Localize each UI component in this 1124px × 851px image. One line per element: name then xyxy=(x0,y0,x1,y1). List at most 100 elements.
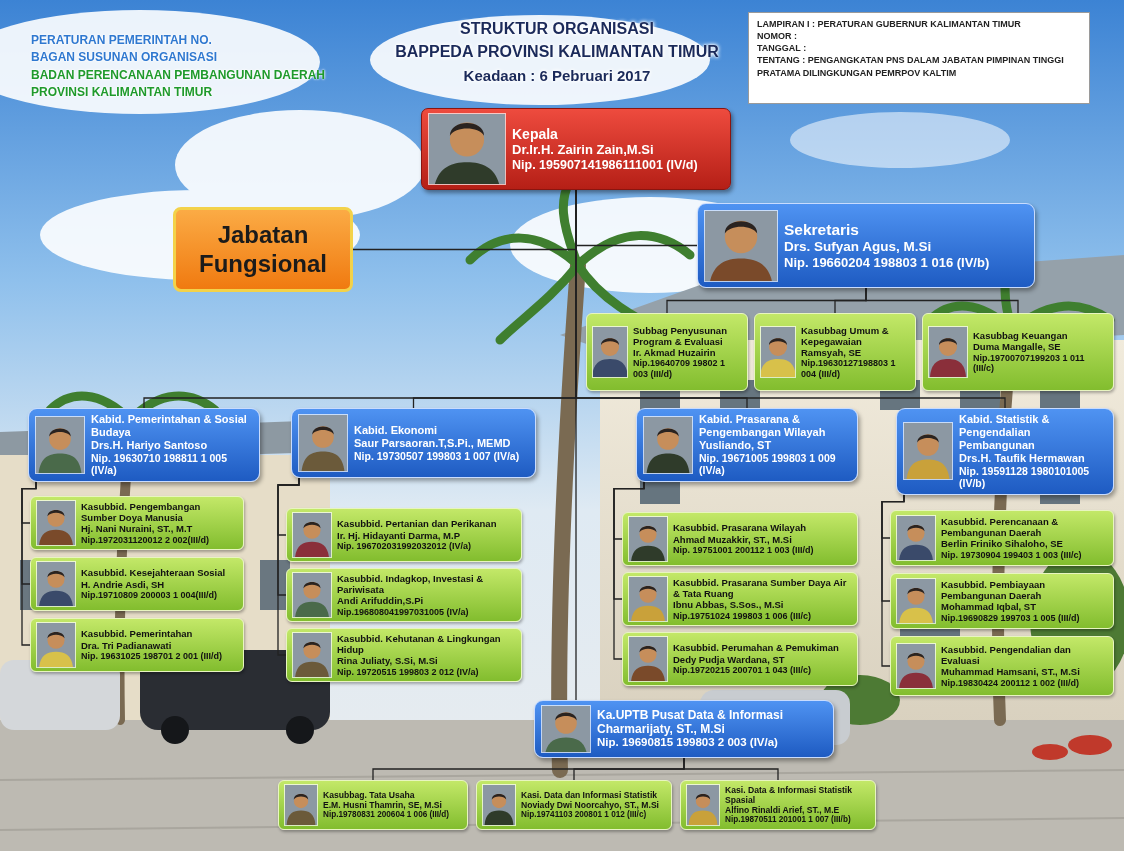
portrait-photo xyxy=(36,500,76,546)
employee-id: Nip.19870511 201001 1 007 (III/b) xyxy=(725,815,870,825)
text-column: Kasubbid. Kehutanan & Lingkungan HidupRi… xyxy=(337,633,516,677)
annex-line: TENTANG : PENGANGKATAN PNS DALAM JABATAN… xyxy=(757,54,1081,78)
position-title: Kasubbid. Prasarana Wilayah xyxy=(673,522,852,533)
position-title: Kasubbag. Tata Usaha xyxy=(323,790,462,800)
portrait-photo xyxy=(35,416,85,474)
person-name: Rina Juliaty, S.Si, M.Si xyxy=(337,655,516,666)
text-column: Kasubbid. Pembiayaan Pembangunan DaerahM… xyxy=(941,579,1108,623)
portrait-photo xyxy=(643,416,693,474)
employee-id: Nip. 195907141986111001 (IV/d) xyxy=(512,158,724,173)
employee-id: Nip. 19660204 198803 1 016 (IV/b) xyxy=(784,255,1028,270)
subdivision-box: Kasubbid. Indagkop, Investasi & Pariwisa… xyxy=(286,568,522,622)
employee-id: Nip. 19730507 199803 1 007 (IV/a) xyxy=(354,450,529,462)
chart-title: STRUKTUR ORGANISASI xyxy=(357,20,757,38)
text-column: SekretarisDrs. Sufyan Agus, M.SiNip. 196… xyxy=(784,221,1028,271)
portrait-photo xyxy=(292,632,332,678)
portrait-photo xyxy=(284,784,318,826)
position-title: Kasubbid. Pemerintahan xyxy=(81,628,238,639)
portrait-photo xyxy=(628,636,668,682)
text-column: Kasubbid. PemerintahanDra. Tri Padianawa… xyxy=(81,628,238,661)
portrait-photo xyxy=(928,326,968,378)
header-note: BADAN PERENCANAAN PEMBANGUNAN DAERAH xyxy=(31,68,325,82)
position-title: Kasubbid. Kesejahteraan Sosial xyxy=(81,567,238,578)
subdivision-box: Kasubbid. Pembiayaan Pembangunan DaerahM… xyxy=(890,573,1114,629)
text-column: Ka.UPTB Pusat Data & InformasiCharmarija… xyxy=(597,708,827,750)
person-name: Dedy Pudja Wardana, ST xyxy=(673,654,852,665)
text-column: Kabid. Prasarana & Pengembangan WilayahY… xyxy=(699,413,851,477)
employee-id: Nip.196808041997031005 (IV/a) xyxy=(337,607,516,618)
annex-box: LAMPIRAN I : PERATURAN GUBERNUR KALIMANT… xyxy=(748,12,1090,104)
position-title: Kasi. Data & Informasi Statistik Spasial xyxy=(725,785,870,805)
employee-id: Nip.19780831 200604 1 006 (III/d) xyxy=(323,810,462,820)
position-title: Kasubbid. Indagkop, Investasi & Pariwisa… xyxy=(337,573,516,595)
subdivision-box: Kasubbid. Pengendalian dan EvaluasiMuham… xyxy=(890,636,1114,696)
position-title: Kasubbid. Pertanian dan Perikanan xyxy=(337,518,516,529)
person-name: Ahmad Muzakkir, ST., M.Si xyxy=(673,534,852,545)
person-name: Dra. Tri Padianawati xyxy=(81,640,238,651)
portrait-photo xyxy=(298,414,348,472)
portrait-photo xyxy=(292,572,332,618)
person-name: Muhammad Hamsani, ST., M.Si xyxy=(941,666,1108,677)
subdivision-box: Kasi. Data & Informasi Statistik Spasial… xyxy=(680,780,876,830)
subdivision-box: Kasubbid. Perencanaan & Pembangunan Daer… xyxy=(890,510,1114,566)
portrait-photo xyxy=(896,643,936,689)
person-name: H. Andrie Asdi, SH xyxy=(81,579,238,590)
org-connector xyxy=(414,190,577,408)
employee-id: Nip. 19591128 1980101005 (IV/b) xyxy=(959,465,1107,490)
employee-id: Nip. 19631025 198701 2 001 (III/d) xyxy=(81,651,238,662)
text-column: Kasubbid. Kesejahteraan SosialH. Andrie … xyxy=(81,567,238,600)
position-title: Kabid. Statistik & Pengendalian Pembangu… xyxy=(959,413,1107,452)
person-name: Duma Mangalle, SE xyxy=(973,341,1108,352)
text-column: Kasubbid. Pengembangan Sumber Doya Manus… xyxy=(81,501,238,545)
text-column: Kasi. Data dan Informasi StatistikNoviad… xyxy=(521,790,666,820)
division-box: Kabid. EkonomiSaur Parsaoran.T,S.Pi., ME… xyxy=(291,408,536,478)
person-name: Alfino Rinaldi Arief, ST., M.E xyxy=(725,805,870,815)
text-column: Kasubbid. Perencanaan & Pembangunan Daer… xyxy=(941,516,1108,560)
text-column: Kabid. Pemerintahan & Sosial BudayaDrs.H… xyxy=(91,413,253,477)
employee-id: Nip.1972031120012 2 002(III/d) xyxy=(81,535,238,546)
person-name: Charmarijaty, ST., M.Si xyxy=(597,722,827,736)
subdivision-box: Kasubbid. Pengembangan Sumber Doya Manus… xyxy=(30,496,244,550)
text-column: Subbag Penyusunan Program & EvaluasiIr. … xyxy=(633,325,742,380)
person-name: Drs.H. Hariyo Santoso xyxy=(91,439,253,452)
position-title: Kasubbid. Pengembangan Sumber Doya Manus… xyxy=(81,501,238,523)
text-column: Kasubbid. Prasarana WilayahAhmad Muzakki… xyxy=(673,522,852,555)
subdivision-box: Kasubbid. PemerintahanDra. Tri Padianawa… xyxy=(30,618,244,672)
employee-id: Nip. 19630710 198811 1 005 (IV/a) xyxy=(91,452,253,477)
header-note: PERATURAN PEMERINTAH NO. xyxy=(31,33,212,47)
employee-id: Nip.19690829 199703 1 005 (III/d) xyxy=(941,613,1108,624)
subdivision-box: Kasubbag Umum & KepegawaianRamsyah, SENi… xyxy=(754,313,916,391)
portrait-photo xyxy=(36,622,76,668)
org-connector xyxy=(353,190,576,250)
portrait-photo xyxy=(628,516,668,562)
text-column: Kasubbag Umum & KepegawaianRamsyah, SENi… xyxy=(801,325,910,380)
portrait-photo xyxy=(36,561,76,607)
text-column: Kasubbag KeuanganDuma Mangalle, SENip.19… xyxy=(973,330,1108,374)
position-title: Kasubbag Umum & Kepegawaian xyxy=(801,325,910,347)
org-connector xyxy=(373,758,684,780)
org-connector xyxy=(684,758,778,780)
portrait-photo xyxy=(428,113,506,185)
secretary-box: SekretarisDrs. Sufyan Agus, M.SiNip. 196… xyxy=(697,203,1035,288)
person-name: Mohammad Iqbal, ST xyxy=(941,601,1108,612)
person-name: Drs. Sufyan Agus, M.Si xyxy=(784,239,1028,255)
person-name: Saur Parsaoran.T,S.Pi., MEMD xyxy=(354,437,529,450)
employee-id: Nip. 196702031992032012 (IV/a) xyxy=(337,541,516,552)
annex-line: TANGGAL : xyxy=(757,42,1081,54)
text-column: Kabid. Statistik & Pengendalian Pembangu… xyxy=(959,413,1107,490)
person-name: E.M. Husni Thamrin, SE, M.Si xyxy=(323,800,462,810)
position-title: Subbag Penyusunan Program & Evaluasi xyxy=(633,325,742,347)
org-connector xyxy=(835,288,866,313)
position-title: Kabid. Pemerintahan & Sosial Budaya xyxy=(91,413,253,439)
org-connector xyxy=(667,288,866,313)
employee-id: Nip.19640709 19802 1 003 (III/d) xyxy=(633,358,742,379)
subdivision-box: Kasubbid. Kehutanan & Lingkungan HidupRi… xyxy=(286,628,522,682)
portrait-photo xyxy=(704,210,778,282)
group-label: Jabatan Fungsional xyxy=(182,221,344,279)
division-box: Ka.UPTB Pusat Data & InformasiCharmarija… xyxy=(534,700,834,758)
text-column: KepalaDr.Ir.H. Zairin Zain,M.SiNip. 1959… xyxy=(512,126,724,173)
person-name: Ir. Akmad Huzairin xyxy=(633,347,742,358)
position-title: Kepala xyxy=(512,126,724,143)
division-box: Kabid. Statistik & Pengendalian Pembangu… xyxy=(896,408,1114,495)
text-column: LAMPIRAN I : PERATURAN GUBERNUR KALIMANT… xyxy=(757,18,1081,79)
